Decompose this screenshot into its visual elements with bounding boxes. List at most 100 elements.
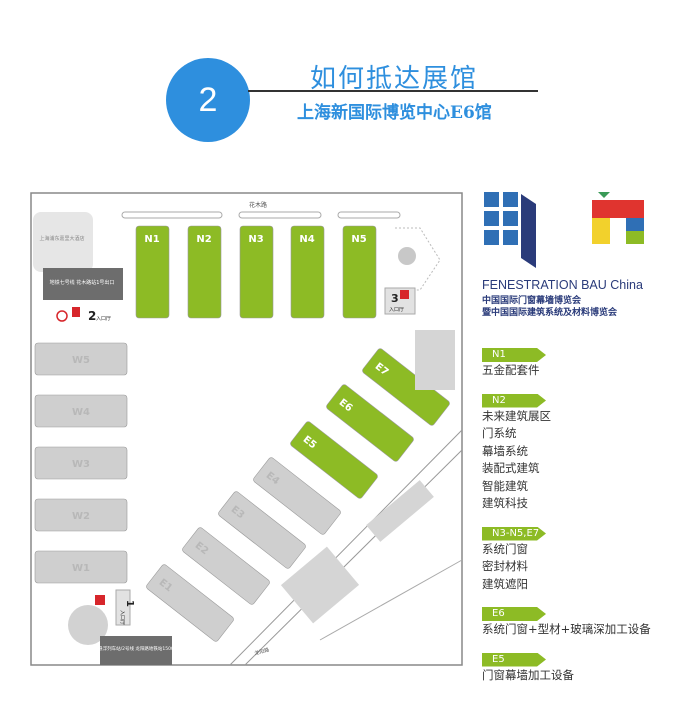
road-line [244, 449, 463, 666]
hall-e4[interactable]: E4 [252, 456, 341, 535]
hall-shape [342, 225, 377, 319]
title-divider [248, 90, 538, 92]
hall-label: N1 [144, 234, 159, 245]
hall-label: W1 [72, 563, 90, 574]
hall-e2[interactable]: E2 [181, 526, 270, 605]
metro7-label: 地铁七号线 花木路站1号出口 [50, 279, 115, 286]
hall-w4[interactable]: W4 [34, 394, 128, 428]
road-island [121, 211, 223, 219]
road-top-label: 花木路 [249, 201, 267, 209]
entrance-flag-icon [72, 307, 80, 317]
entrance-3-label: 入口厅 [389, 307, 404, 313]
hall-n5[interactable]: N5 [342, 225, 377, 319]
entrance-2-number: 2 [88, 309, 96, 323]
service-building [366, 480, 434, 542]
legend-item: 智能建筑 [482, 478, 528, 493]
legend-item: 系统门窗+型材+玻璃深加工设备 [482, 622, 651, 636]
page-subtitle: 上海新国际博览中心E6馆 [297, 103, 492, 123]
legend-item: 未来建筑展区 [482, 408, 551, 423]
hall-shape [253, 457, 341, 535]
legend-item: 五金配套件 [482, 363, 540, 377]
road-island [238, 211, 322, 219]
hall-shape [146, 564, 234, 642]
service-building [415, 330, 455, 390]
road-bottom-label: 龙阳路 [254, 646, 270, 657]
road-line [319, 559, 463, 641]
hall-n4[interactable]: N4 [290, 225, 325, 319]
hall-shape [34, 342, 128, 376]
hall-shape [218, 491, 306, 569]
hall-e1[interactable]: E1 [145, 563, 234, 642]
plaza-disc [398, 247, 416, 265]
legend-item: 门窗幕墙加工设备 [482, 667, 574, 682]
hall-label: W3 [72, 459, 90, 470]
hall-w3[interactable]: W3 [34, 446, 128, 480]
entrance-1-label: 入口厅 [119, 610, 125, 625]
metro2-sign [100, 636, 172, 665]
legend-tag: E5 [482, 652, 546, 667]
hall-label: W2 [72, 511, 90, 522]
hall-w1[interactable]: W1 [34, 550, 128, 584]
brand-name-en: FENESTRATION BAU China [482, 278, 643, 292]
entrance-3-number: 3 [391, 292, 399, 305]
road-line [229, 429, 463, 666]
hall-shape [290, 421, 378, 499]
legend-item: 建筑科技 [482, 496, 528, 510]
hall-shape [182, 527, 270, 605]
legend-item: 建筑遮阳 [482, 576, 528, 591]
hotel-block [33, 212, 93, 272]
hall-e7[interactable]: E7 [361, 347, 450, 426]
page-title: 如何抵达展馆 [310, 64, 479, 94]
legend-tag: N2 [482, 393, 546, 408]
hall-n2[interactable]: N2 [187, 225, 222, 319]
legend-tag: N3-N5,E7 [482, 526, 546, 541]
metro2-label: 磁悬浮列车站/2号线 龙阳路地铁站1500米 [94, 645, 179, 652]
brand-name-cn-2: 暨中国国际建筑系统及材料博览会 [482, 308, 618, 318]
hall-label: N4 [299, 234, 314, 245]
hall-w5[interactable]: W5 [34, 342, 128, 376]
entrance-2-label: 入口厅 [96, 316, 111, 322]
legend-item: 密封材料 [482, 559, 528, 573]
hall-shape [187, 225, 222, 319]
hall-label: W5 [72, 355, 90, 366]
legend-item: 幕墙系统 [482, 443, 528, 458]
hall-label: N5 [351, 234, 366, 245]
hotel-label: 上海浦东嘉里大酒店 [39, 235, 84, 242]
plaza-disc [68, 605, 108, 645]
hall-label: N3 [248, 234, 263, 245]
entrance-1-number: 1 [124, 600, 135, 607]
hall-e5[interactable]: E5 [289, 420, 378, 499]
hall-n3[interactable]: N3 [239, 225, 274, 319]
legend-tag: E6 [482, 607, 546, 621]
hall-e6[interactable]: E6 [325, 383, 414, 462]
hall-shape [34, 446, 128, 480]
legend-tag: N1 [482, 348, 546, 362]
road-island [337, 211, 401, 219]
hall-shape [34, 498, 128, 532]
hall-w2[interactable]: W2 [34, 498, 128, 532]
legend-item: 装配式建筑 [482, 461, 540, 475]
hall-shape [290, 225, 325, 319]
service-building [280, 546, 360, 624]
hall-n1[interactable]: N1 [135, 225, 170, 319]
hall-shape [34, 394, 128, 428]
entrance-1-hall [115, 589, 131, 626]
hall-shape [34, 550, 128, 584]
metro7-sign [43, 268, 123, 300]
fenestration-logo [484, 192, 644, 268]
entrance-flag-icon [400, 290, 409, 299]
brand-name-cn-1: 中国国际门窗幕墙博览会 [482, 296, 582, 306]
hall-shape [239, 225, 274, 319]
hall-e3[interactable]: E3 [217, 490, 306, 569]
plaza-outline [395, 227, 441, 291]
step-number-badge: 2 [166, 58, 250, 142]
hall-label: N2 [196, 234, 211, 245]
